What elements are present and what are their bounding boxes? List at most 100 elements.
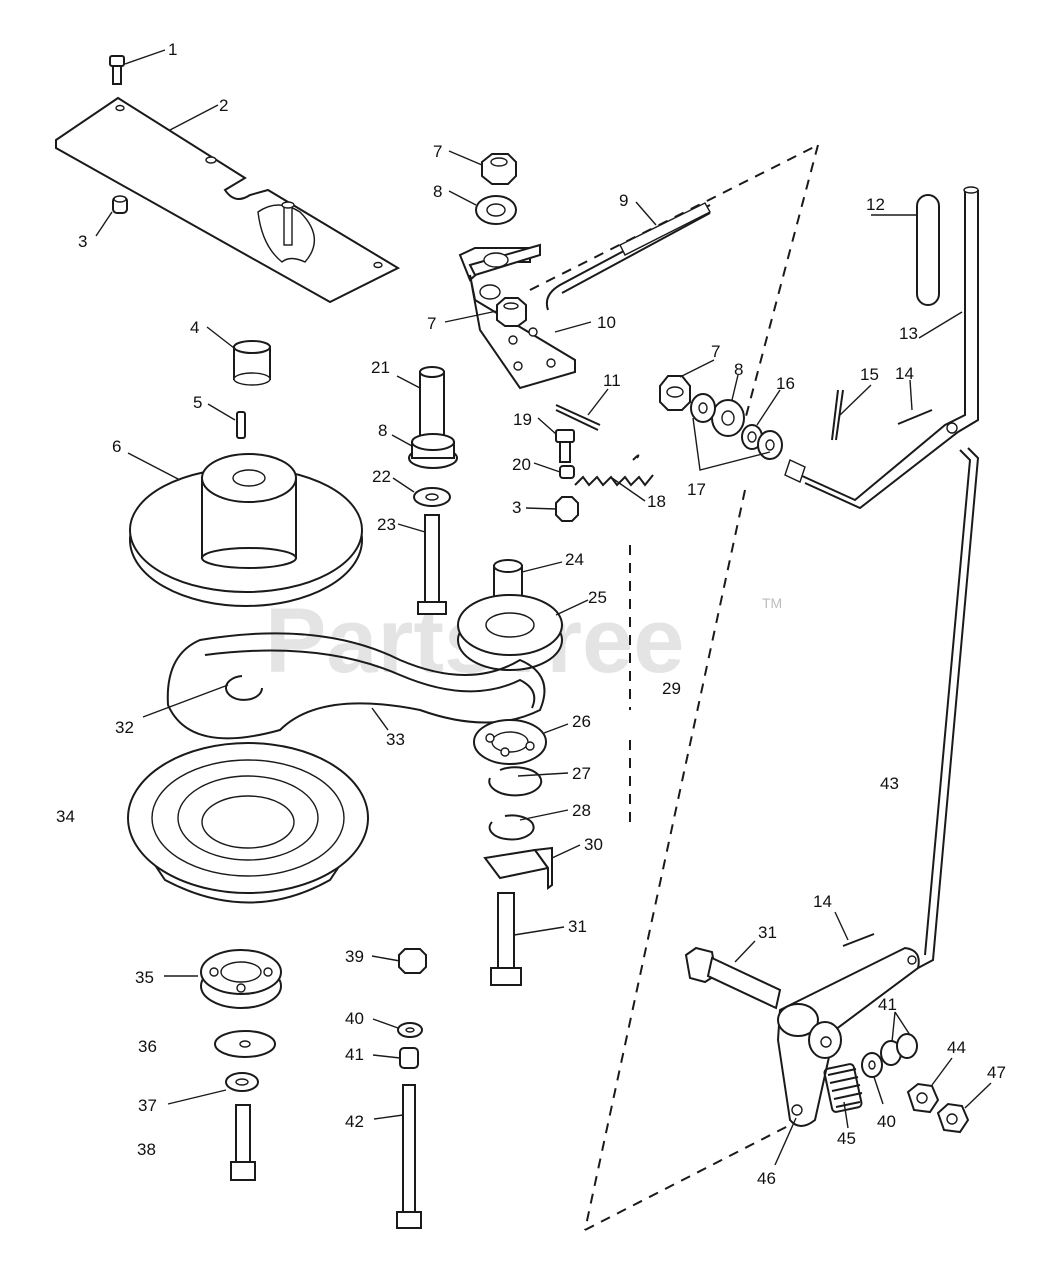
callout-5: 5 [193,393,202,412]
callout-3-lower: 3 [512,498,521,517]
callout-8-right: 8 [734,360,743,379]
cotter-pin-part-15 [831,389,844,441]
handle-grip-part-12 [916,194,940,306]
belt-part-33 [166,632,546,740]
callout-22: 22 [372,467,391,486]
callout-10: 10 [597,313,616,332]
nut-part-20 [559,465,575,479]
flange-bushing-part-8-mid [408,433,458,469]
nut-part-7-right [659,375,691,411]
bolt-part-42 [396,1084,422,1229]
callout-34: 34 [56,807,75,826]
bushing-part-4 [233,340,271,386]
nut-part-41 [399,1047,419,1069]
pin-part-14-lower [842,933,875,947]
callout-3-upper: 3 [78,232,87,251]
spring-part-18 [574,454,654,487]
threaded-rod-part-9 [545,202,711,311]
callout-29: 29 [662,679,681,698]
callout-30: 30 [584,835,603,854]
callout-38: 38 [137,1140,156,1159]
bearing-part-35 [200,949,282,1009]
nut-part-47 [936,1102,970,1134]
nut-part-3 [112,195,128,214]
lock-washer-part-37 [225,1072,259,1092]
bolt-part-38 [230,1104,256,1181]
callout-21: 21 [371,358,390,377]
watermark-tm: TM [762,595,782,611]
retaining-ring-part-27 [488,766,543,797]
callout-labels: 1 2 3 4 5 6 7 8 9 7 10 11 12 13 15 14 7 … [56,40,1006,1188]
link-rod-part-43 [917,447,980,969]
mounting-plate-part-2 [55,96,401,304]
callout-8-top: 8 [433,182,442,201]
callout-27: 27 [572,764,591,783]
idler-pulley-part-25 [457,594,563,671]
callout-41-right: 41 [878,995,897,1014]
callout-37: 37 [138,1096,157,1115]
callout-28: 28 [572,801,591,820]
callout-36: 36 [138,1037,157,1056]
callout-12: 12 [866,195,885,214]
key-part-5 [236,411,246,439]
lower-pulley-part-34 [127,742,369,904]
callout-15: 15 [860,365,879,384]
callout-35: 35 [135,968,154,987]
e-clip-part-28 [488,814,535,841]
cotter-pin-part-11 [555,404,601,431]
spacer-part-24 [493,559,523,601]
callout-7-right: 7 [711,342,720,361]
bearing-part-26 [473,719,547,765]
callout-40: 40 [345,1009,364,1028]
bolt-part-31-lower [684,946,782,1010]
callout-31-center: 31 [568,917,587,936]
callout-25: 25 [588,588,607,607]
callout-45: 45 [837,1129,856,1148]
bolt-part-1 [109,55,125,85]
callout-6: 6 [112,437,121,456]
callout-20: 20 [512,455,531,474]
callout-7-top: 7 [433,142,442,161]
callout-16: 16 [776,374,795,393]
callout-39: 39 [345,947,364,966]
nut-part-3-lower [555,496,579,522]
washer-part-40-right [861,1052,883,1078]
washer-part-22 [413,487,451,507]
callout-46: 46 [757,1169,776,1188]
callout-2: 2 [219,96,228,115]
callout-14-lower: 14 [813,892,832,911]
callout-32: 32 [115,718,134,737]
callout-31-lower: 31 [758,923,777,942]
washer-part-8-right [711,399,745,437]
callout-42: 42 [345,1112,364,1131]
nut-part-44 [906,1082,940,1114]
callout-8-mid: 8 [378,421,387,440]
pin-part-14-top [897,409,933,425]
assembly-dashed-outline [529,144,819,1231]
callout-14-top: 14 [895,364,914,383]
callout-26: 26 [572,712,591,731]
bracket-part-10 [458,243,576,390]
callout-24: 24 [565,550,584,569]
callout-44: 44 [947,1038,966,1057]
callout-9: 9 [619,191,628,210]
callout-47: 47 [987,1063,1006,1082]
spring-part-45 [823,1063,863,1113]
bolt-part-19 [555,429,575,463]
washer-pair-part-17 [690,393,783,460]
callout-19: 19 [513,410,532,429]
callout-13: 13 [899,324,918,343]
bolt-part-31-center [490,892,522,986]
callout-11: 11 [603,371,621,390]
callout-4: 4 [190,318,199,337]
retaining-ring-part-32 [225,675,263,701]
callout-33: 33 [386,730,405,749]
nut-part-41-right [880,1033,918,1066]
spacer-tube-part-21 [419,366,445,445]
bracket-clip-part-30 [483,846,553,890]
callout-17: 17 [687,480,706,499]
callout-40-right: 40 [877,1112,896,1131]
nut-part-39 [398,948,427,974]
idler-arm-part-46 [776,946,920,1127]
